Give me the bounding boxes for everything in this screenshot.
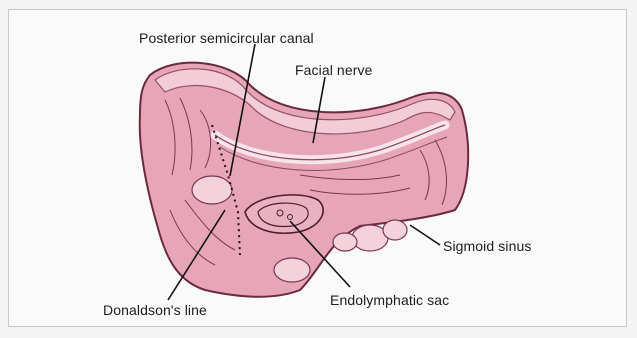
label-endolymphatic-sac: Endolymphatic sac bbox=[330, 292, 449, 308]
label-donaldsons-line: Donaldson's line bbox=[103, 302, 207, 318]
label-facial-nerve: Facial nerve bbox=[295, 62, 372, 78]
mastoid-cell bbox=[274, 258, 310, 282]
posterior-canal-structure bbox=[192, 176, 232, 204]
label-sigmoid-sinus: Sigmoid sinus bbox=[443, 238, 531, 254]
leader-sigmoid-sinus bbox=[410, 225, 440, 245]
label-posterior-semicircular-canal: Posterior semicircular canal bbox=[139, 30, 314, 46]
